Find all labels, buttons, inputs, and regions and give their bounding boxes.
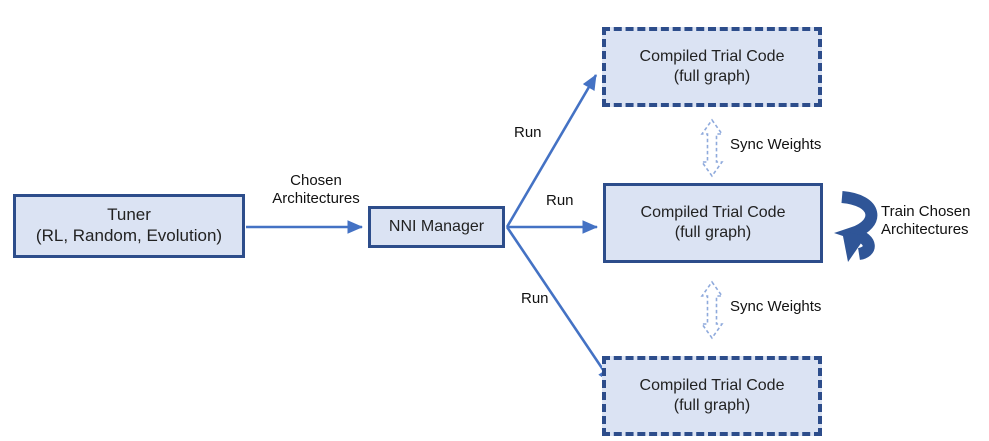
node-compiled-trial-code-bottom-line2: (full graph) [673,397,751,414]
edge-label-run-middle: Run [546,192,574,209]
node-compiled-trial-code-bottom-line1: Compiled Trial Code [639,377,785,395]
node-compiled-trial-code-top[interactable]: Compiled Trial Code (full graph) [602,27,822,107]
sync-weights-arrow-top [700,118,724,178]
train-loop-arrow [834,191,878,262]
node-tuner-line2: (RL, Random, Evolution) [35,226,223,245]
edge-label-sync-weights-bottom: Sync Weights [730,298,822,315]
edge-label-chosen-architectures-line1: Chosen [290,172,342,189]
node-nni-manager[interactable]: NNI Manager [368,206,505,248]
node-compiled-trial-code-middle-line1: Compiled Trial Code [640,204,786,222]
edge-label-chosen-architectures: Chosen Architectures [256,172,376,208]
edge-label-train-chosen-architectures-line2: Architectures [881,221,969,238]
edge-label-chosen-architectures-line2: Architectures [272,190,360,207]
edge-label-train-chosen-architectures-line1: Train Chosen [881,203,971,220]
node-compiled-trial-code-middle-line2: (full graph) [674,224,752,241]
node-compiled-trial-code-middle[interactable]: Compiled Trial Code (full graph) [603,183,823,263]
edge-label-train-chosen-architectures: Train Chosen Architectures [881,203,987,239]
sync-weights-arrow-bottom [700,280,724,340]
node-compiled-trial-code-top-line2: (full graph) [673,68,751,85]
node-nni-manager-label: NNI Manager [388,218,485,236]
node-compiled-trial-code-bottom[interactable]: Compiled Trial Code (full graph) [602,356,822,436]
edge-label-sync-weights-top: Sync Weights [730,136,822,153]
node-compiled-trial-code-top-line1: Compiled Trial Code [639,48,785,66]
edge-label-run-top: Run [514,124,542,141]
node-tuner[interactable]: Tuner (RL, Random, Evolution) [13,194,245,258]
node-tuner-line1: Tuner [107,205,151,225]
edge-label-run-bottom: Run [521,290,549,307]
